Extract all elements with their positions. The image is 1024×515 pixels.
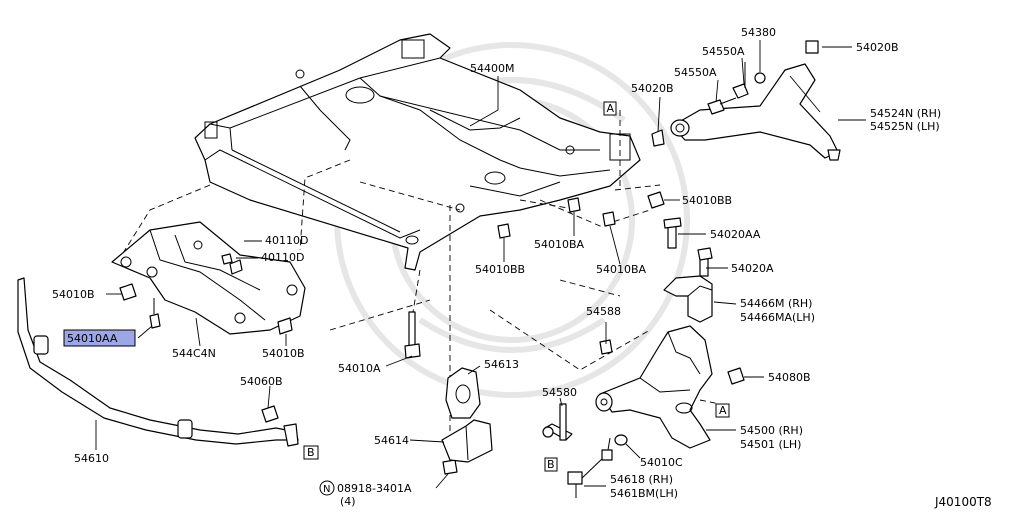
callout-54466M[interactable]: 54466M (RH) [740,297,812,310]
callout-54500[interactable]: 54500 (RH) [740,424,803,437]
ref-label: B [547,458,555,471]
ref-label: B [307,446,315,459]
callout-54020B[interactable]: 54020B [856,41,899,54]
callout-54010A[interactable]: 54010A [338,362,381,375]
callout-54020B[interactable]: 54020B [631,82,674,95]
callout-54010B[interactable]: 54010B [262,347,305,360]
callout-54524N[interactable]: 54524N (RH) [870,107,941,120]
ref-box-B-bottom: B [544,457,558,472]
callout-08918-3401A[interactable]: 08918-3401A [337,482,412,495]
callout-5461BM[interactable]: 5461BM(LH) [610,487,678,500]
callout-54020AA[interactable]: 54020AA [710,228,761,241]
callout-54610[interactable]: 54610 [74,452,109,465]
leader-lines [95,40,866,489]
callout-54550A[interactable]: 54550A [674,66,717,79]
callout-54010AA[interactable]: 54010AA [67,332,118,345]
callouts: 54400M 54380 54550A 54550A 54020B 54020B… [52,26,992,509]
callout-54580[interactable]: 54580 [542,386,577,399]
upper-control-arm[interactable] [670,40,841,161]
ref-box-A-top: A [603,101,617,116]
stabilizer-bar[interactable] [17,277,299,447]
callout-54010BB[interactable]: 54010BB [682,194,732,207]
callout-54010BB[interactable]: 54010BB [475,263,525,276]
stabilizer-link[interactable] [567,437,613,498]
nut-symbol-circle [319,480,335,496]
ref-box-B-left: B [303,445,319,460]
callout-544C4N[interactable]: 544C4N [172,347,216,360]
callout-54380[interactable]: 54380 [741,26,776,39]
callout-54010BA[interactable]: 54010BA [534,238,585,251]
callout-54010B[interactable]: 54010B [52,288,95,301]
callout-54618[interactable]: 54618 (RH) [610,473,673,486]
callout-54010AA-highlight[interactable] [63,329,136,347]
callout-54060B[interactable]: 54060B [240,375,283,388]
callout-54400M[interactable]: 54400M [470,62,514,75]
callout-54614[interactable]: 54614 [374,434,409,447]
lower-arm-assembly[interactable] [595,325,713,449]
callout-54550A[interactable]: 54550A [702,45,745,58]
bracket-54614[interactable] [441,419,493,463]
link-54580[interactable] [542,403,573,441]
fasteners[interactable] [119,62,766,475]
suspension-member[interactable] [194,33,641,271]
callout-quantity: (4) [340,495,356,508]
callout-54010C[interactable]: 54010C [640,456,683,469]
diagram-code: J40100T8 [934,495,992,509]
bushing-54613[interactable] [445,367,481,419]
callout-40110D[interactable]: 40110D [265,234,308,247]
nut-symbol: N [323,484,330,495]
callout-54525N[interactable]: 54525N (LH) [870,120,940,133]
lower-subframe[interactable] [111,221,306,335]
callout-54466MA[interactable]: 54466MA(LH) [740,311,815,324]
ref-label: A [719,404,727,417]
callout-54613[interactable]: 54613 [484,358,519,371]
ref-label: A [607,102,615,115]
callout-54020A[interactable]: 54020A [731,262,774,275]
callout-54010BA[interactable]: 54010BA [596,263,647,276]
ref-box-A-bottom: A [715,403,730,418]
callout-54080B[interactable]: 54080B [768,371,811,384]
bracket-54466M[interactable] [663,275,713,323]
callout-40110D[interactable]: 40110D [261,251,304,264]
callout-54588[interactable]: 54588 [586,305,621,318]
callout-54501[interactable]: 54501 (LH) [740,438,801,451]
